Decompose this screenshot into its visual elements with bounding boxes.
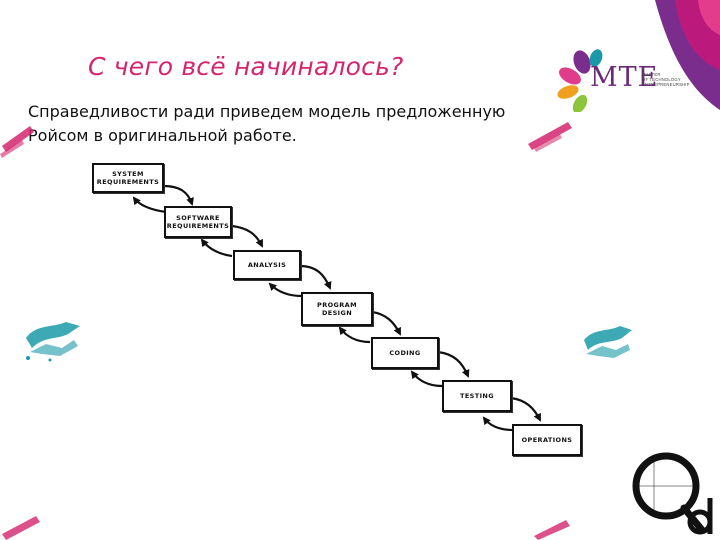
stage-label-line-1: CODING <box>389 349 421 357</box>
logo-tagline-line-1: MASTER <box>642 72 661 77</box>
stage-operations: OPERATIONS <box>512 424 582 456</box>
pink-brush-decoration <box>2 516 40 540</box>
pink-brush-decoration <box>534 520 570 540</box>
stage-analysis: ANALYSIS <box>233 250 301 280</box>
slide-title: С чего всё начиналось? <box>88 52 404 81</box>
pink-brush-decoration <box>528 122 572 152</box>
stage-label-line-1: OPERATIONS <box>521 436 573 444</box>
qd-logo-icon <box>632 452 713 535</box>
stage-testing: TESTING <box>442 380 512 412</box>
body-text-line-2: Ройсом в оригинальной работе. <box>28 126 297 145</box>
body-text-line-1: Справедливости ради приведем модель пред… <box>28 102 506 121</box>
stage-coding: CODING <box>371 337 439 369</box>
stage-label-line-1: SOFTWARE <box>176 214 220 222</box>
logo-tagline-line-3: ENTREPRENEURSHIP <box>642 82 690 88</box>
logo-petals-icon <box>557 49 603 112</box>
stage-label-line-2: DESIGN <box>321 309 353 317</box>
stage-label-line-1: SYSTEM <box>112 170 144 178</box>
teal-brush-decoration <box>584 326 632 358</box>
stage-label-line-1: ANALYSIS <box>247 261 287 269</box>
stage-label-line-1: PROGRAM <box>317 301 357 309</box>
mte-logo: MTE MASTER OF TECHNOLOGY ENTREPRENEURSHI… <box>556 48 696 120</box>
corner-decoration <box>655 0 720 110</box>
logo-tagline: MASTER OF TECHNOLOGY ENTREPRENEURSHIP <box>642 72 700 88</box>
teal-brush-decoration <box>26 322 80 362</box>
stage-label-line-2: REQUIREMENTS <box>96 178 160 186</box>
logo-letters: MTE <box>590 62 659 93</box>
pink-brush-decoration <box>0 126 34 158</box>
body-text: Справедливости ради приведем модель пред… <box>28 100 528 148</box>
stage-label-line-2: REQUIREMENTS <box>166 222 230 230</box>
logo-tagline-line-2: OF TECHNOLOGY <box>642 77 681 83</box>
stage-label-line-1: TESTING <box>460 392 494 400</box>
